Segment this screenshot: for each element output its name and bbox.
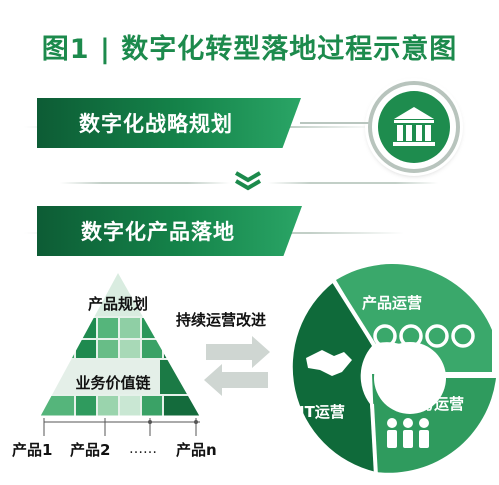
people-icon bbox=[387, 418, 429, 448]
connector-dot-line bbox=[300, 122, 370, 124]
products-ellipsis: …… bbox=[129, 441, 157, 457]
gears-icon bbox=[373, 324, 475, 348]
continuous-improvement-label: 持续运营改进 bbox=[176, 311, 267, 329]
value-chain-label: 业务价值链 bbox=[75, 374, 151, 392]
pyramid-title: 产品规划 bbox=[87, 295, 148, 313]
cycle-segment-product-ops bbox=[336, 264, 492, 372]
product-label-2: 产品2 bbox=[70, 441, 111, 459]
middle-divider-line bbox=[60, 182, 230, 184]
building-icon-badge bbox=[368, 81, 460, 173]
middle-divider-line-right bbox=[268, 182, 438, 184]
building-icon bbox=[378, 91, 450, 163]
cycle-label-it-ops: IT运营 bbox=[299, 403, 345, 421]
strategy-banner: 数字化战略规划 bbox=[37, 98, 301, 148]
product-label-1: 产品1 bbox=[12, 441, 53, 459]
product-label-n: 产品n bbox=[176, 441, 217, 459]
product-banner: 数字化产品落地 bbox=[37, 206, 302, 256]
cycle-label-business-ops: 业务运营 bbox=[404, 395, 465, 413]
cycle-segment-it-ops bbox=[292, 282, 376, 472]
page-title: 图1 | 数字化转型落地过程示意图 bbox=[41, 33, 458, 65]
double-arrow-icon bbox=[204, 336, 270, 396]
cycle-label-product-ops: 产品运营 bbox=[362, 294, 423, 312]
handshake-icon bbox=[306, 350, 352, 376]
double-chevron-down-icon bbox=[234, 171, 262, 191]
